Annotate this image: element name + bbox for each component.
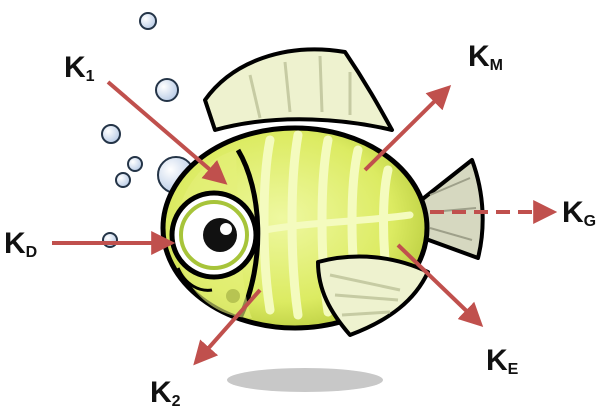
label-km: KM	[468, 40, 503, 74]
dorsal-fin	[205, 49, 392, 130]
label-kd: KD	[4, 227, 37, 261]
label-k2: K2	[150, 376, 181, 409]
label-ke: KE	[486, 344, 519, 378]
bubble-icon	[102, 125, 120, 143]
bubble-icon	[156, 79, 178, 101]
bubble-icon	[140, 13, 156, 29]
fish-illustration	[163, 49, 483, 335]
label-k1: K1	[64, 51, 95, 85]
bubble-icon	[116, 173, 130, 187]
label-kg: KG	[562, 196, 596, 230]
bubble-icon	[128, 157, 142, 171]
fish-shadow	[227, 368, 383, 392]
eye-pupil	[203, 218, 237, 252]
